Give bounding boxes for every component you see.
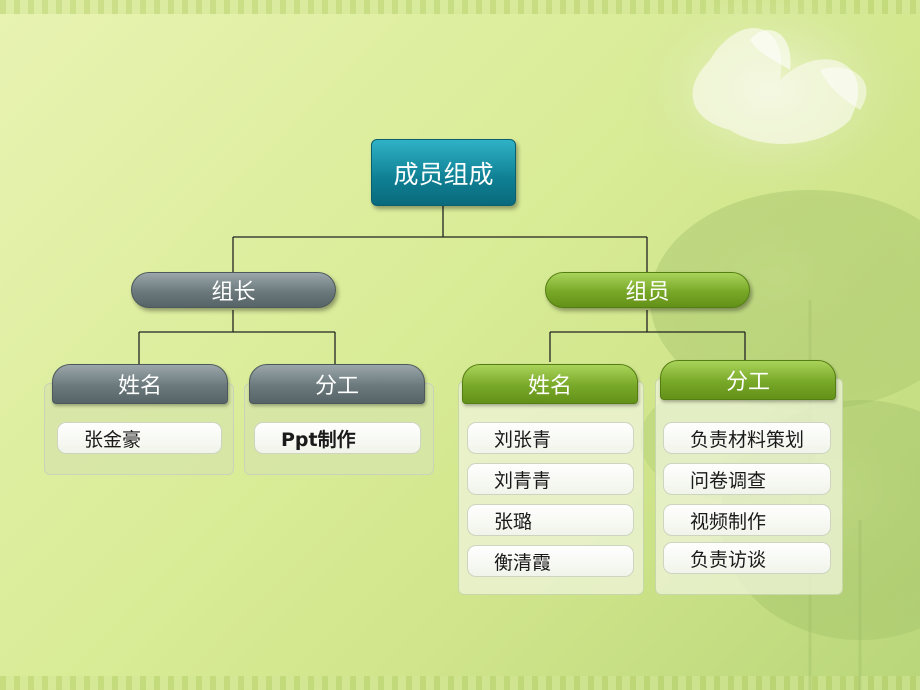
members-duty-header: 分工	[660, 360, 836, 400]
root-node: 成员组成	[371, 139, 516, 206]
member-duty-item: 负责访谈	[663, 542, 831, 574]
bottom-decorative-border	[0, 676, 920, 690]
member-name-item: 张璐	[467, 504, 634, 536]
members-name-header: 姓名	[462, 364, 638, 404]
members-label: 组员	[625, 280, 670, 305]
root-label: 成员组成	[393, 159, 494, 189]
leader-name-header: 姓名	[52, 364, 228, 404]
members-node: 组员	[545, 272, 750, 308]
leader-duty-item: Ppt制作	[254, 422, 421, 454]
leader-name-item: 张金豪	[57, 422, 222, 454]
member-duty-item: 负责材料策划	[663, 422, 831, 454]
leader-node: 组长	[131, 272, 336, 308]
member-name-item: 衡清霞	[467, 545, 634, 577]
leader-label: 组长	[211, 280, 256, 305]
member-name-item: 刘张青	[467, 422, 634, 454]
member-duty-item: 视频制作	[663, 504, 831, 536]
member-name-item: 刘青青	[467, 463, 634, 495]
member-duty-item: 问卷调查	[663, 463, 831, 495]
leader-duty-header: 分工	[249, 364, 425, 404]
top-decorative-border	[0, 0, 920, 14]
